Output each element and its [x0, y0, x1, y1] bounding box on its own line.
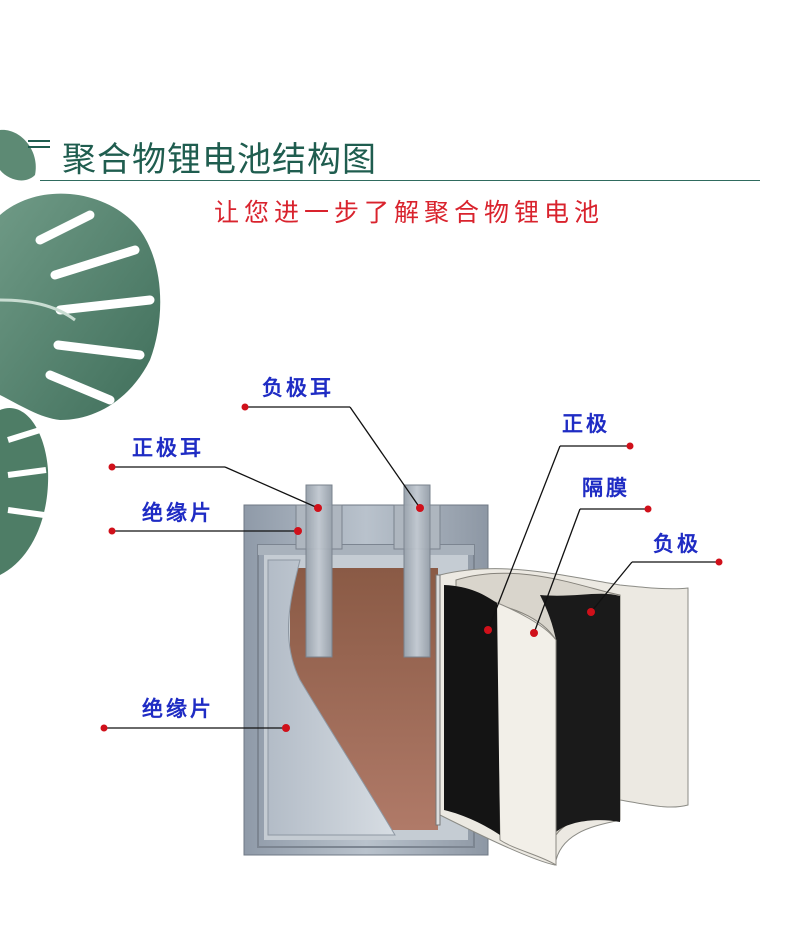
header-decoration — [28, 140, 50, 154]
label-negative-tab: 负极耳 — [262, 376, 334, 400]
page-title: 聚合物锂电池结构图 — [62, 140, 377, 180]
electrode-layers — [435, 568, 689, 866]
page-subtitle: 让您进一步了解聚合物锂电池 — [213, 198, 604, 227]
label-positive-tab: 正极耳 — [132, 436, 204, 460]
label-negative: 负极 — [653, 532, 701, 556]
label-insulation-bottom: 绝缘片 — [142, 697, 214, 721]
label-separator: 隔膜 — [582, 476, 630, 500]
pointer-dots — [100, 403, 723, 732]
positive-tab — [295, 484, 343, 658]
insulation-wrap — [267, 559, 396, 836]
label-positive: 正极 — [562, 412, 610, 436]
title-divider — [40, 180, 760, 181]
negative-tab — [393, 484, 441, 658]
label-insulation-top: 绝缘片 — [142, 501, 214, 525]
